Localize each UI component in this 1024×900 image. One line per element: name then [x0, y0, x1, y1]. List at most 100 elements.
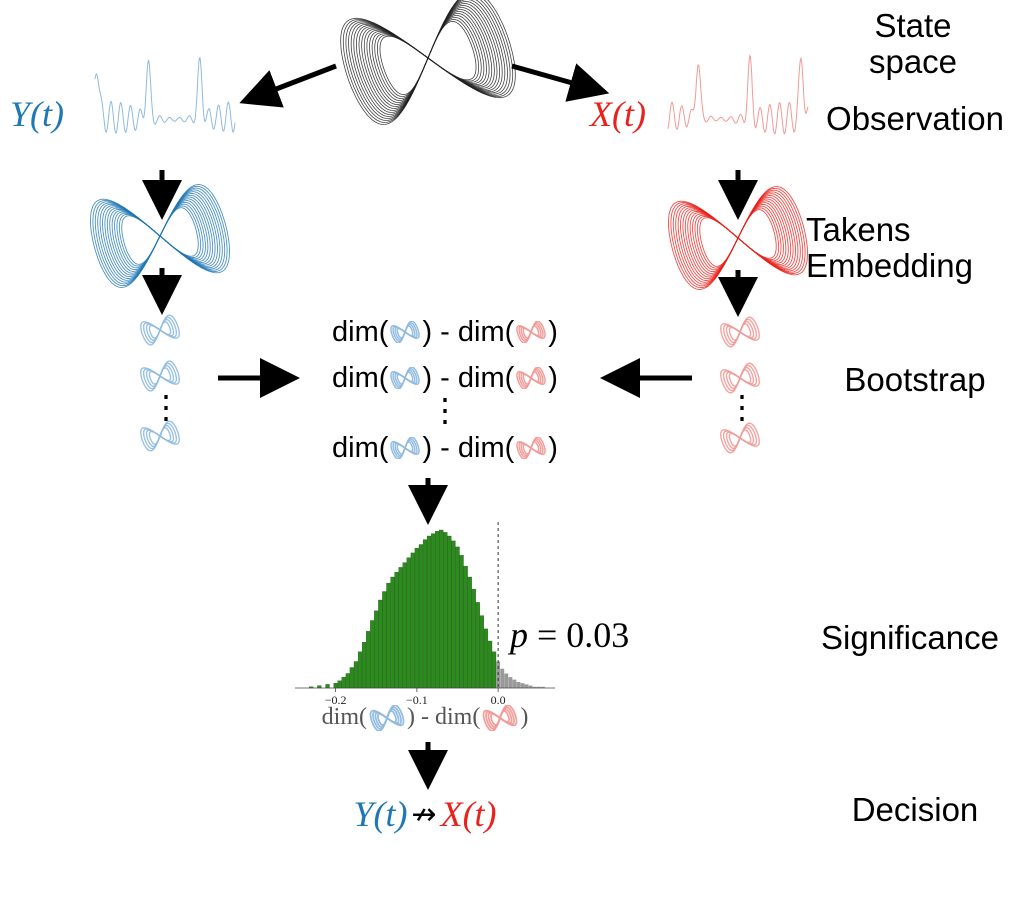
x-bootstrap-vdots: ⋮ — [726, 389, 758, 425]
histogram-bar — [528, 685, 533, 688]
histogram-bar — [439, 529, 444, 689]
dim-difference-vdots: ⋮ — [429, 392, 461, 428]
histogram-bar — [431, 533, 436, 689]
y-takens-embedding — [90, 184, 230, 288]
histogram-bar — [467, 576, 472, 689]
mini-y-embedding-icon — [390, 321, 421, 343]
histogram-bar — [422, 539, 428, 689]
mini-x-embedding-icon — [482, 704, 518, 731]
mini-attractor — [482, 704, 518, 731]
mini-y-embedding-icon — [390, 367, 421, 389]
histogram-bar — [406, 557, 411, 689]
variable-x-label: X(t) — [590, 94, 646, 134]
y-bootstrap-samples — [140, 314, 180, 452]
histogram-bar — [325, 684, 330, 689]
arrow-to-y-observation — [239, 63, 337, 108]
mini-y-embedding-icon — [390, 437, 421, 459]
histogram-bar — [349, 667, 354, 689]
attractor-loop — [90, 184, 230, 288]
histogram-bar — [357, 651, 363, 689]
histogram-bar — [540, 686, 545, 688]
attractor-loop — [340, 0, 516, 125]
histogram-bar — [402, 562, 407, 689]
attractor-loop — [516, 367, 547, 389]
histogram-bar — [426, 535, 432, 689]
arrow-to-x-observation — [511, 63, 610, 102]
mini-y-embedding-icon — [369, 704, 405, 731]
histogram-bar — [382, 591, 387, 689]
stage-label-state-space: State space — [868, 7, 958, 80]
histogram-bar — [394, 572, 399, 689]
histogram-bar — [520, 683, 525, 688]
x-tick-label: 0.0 — [491, 693, 506, 707]
decision-y-variable: Y(t) — [353, 794, 408, 834]
histogram-bar — [491, 651, 497, 689]
histogram-bar — [455, 546, 460, 689]
histogram-bar — [361, 642, 367, 689]
stage-label-bootstrap: Bootstrap — [844, 361, 986, 398]
histogram-bar — [463, 566, 468, 689]
attractor-loop — [720, 362, 760, 394]
histogram-bar — [337, 680, 342, 689]
y-bootstrap-vdots: ⋮ — [150, 389, 182, 425]
histogram-bar — [459, 555, 464, 689]
histogram-bar — [378, 599, 383, 689]
histogram-bar — [370, 620, 375, 689]
histogram-bar — [532, 686, 537, 688]
x-time-series-plot — [667, 54, 809, 135]
histogram-bar — [504, 673, 509, 688]
histogram-bar — [471, 588, 476, 689]
attractor-loop — [516, 321, 547, 343]
histogram-bar — [500, 668, 505, 688]
histogram-bar — [345, 673, 350, 689]
stage-label-takens-embedding: Takens Embedding — [806, 211, 973, 284]
histogram-bar — [418, 544, 424, 689]
mini-attractor — [390, 437, 421, 459]
histogram-bar — [390, 576, 395, 689]
histogram-bar — [475, 602, 480, 689]
histogram-bar — [341, 676, 346, 689]
histogram-bar — [435, 531, 440, 689]
attractor-loop — [140, 314, 180, 346]
decision-not-causes-arrow: ↛ — [411, 796, 437, 832]
stage-label-decision: Decision — [851, 791, 979, 828]
lorenz-attractor-state-space — [340, 0, 516, 125]
histogram-bar — [410, 552, 415, 689]
attractor-loop — [140, 360, 180, 392]
histogram-bar — [487, 640, 493, 689]
attractor-loop — [390, 367, 421, 389]
stage-label-observation: Observation — [826, 100, 1004, 137]
histogram-bar — [353, 661, 359, 689]
mini-attractor — [390, 321, 421, 343]
histogram-bar — [516, 682, 521, 688]
y-time-series-plot — [94, 56, 236, 135]
attractor-loop — [390, 437, 421, 459]
dim-difference-row-1: dim() - dim() — [332, 315, 558, 348]
histogram-bar — [479, 615, 484, 689]
attractor-loop — [369, 704, 405, 731]
stage-label-significance: Significance — [821, 619, 999, 656]
mini-x-embedding-icon — [516, 367, 547, 389]
mini-attractor — [390, 367, 421, 389]
attractor-loop — [720, 422, 760, 454]
dim-difference-row-n: dim() - dim() — [332, 431, 558, 464]
histogram-bar — [512, 679, 517, 688]
variable-y-label: Y(t) — [10, 94, 64, 134]
attractor-loop — [720, 316, 760, 348]
histogram-bar — [524, 684, 529, 688]
mini-x-embedding-icon — [516, 437, 547, 459]
attractor-loop — [516, 437, 547, 459]
dim-difference-row-2: dim() - dim() — [332, 361, 558, 394]
mini-attractor — [516, 367, 547, 389]
mini-attractor — [516, 437, 547, 459]
decision-statement: Y(t) ↛ X(t) — [300, 792, 550, 836]
histogram-bar — [508, 677, 513, 688]
x-bootstrap-samples — [720, 316, 760, 454]
decision-x-variable: X(t) — [440, 794, 497, 834]
attractor-loop — [390, 321, 421, 343]
histogram-bar — [366, 631, 371, 689]
mini-x-embedding-icon — [516, 321, 547, 343]
attractor-loop — [668, 186, 808, 290]
